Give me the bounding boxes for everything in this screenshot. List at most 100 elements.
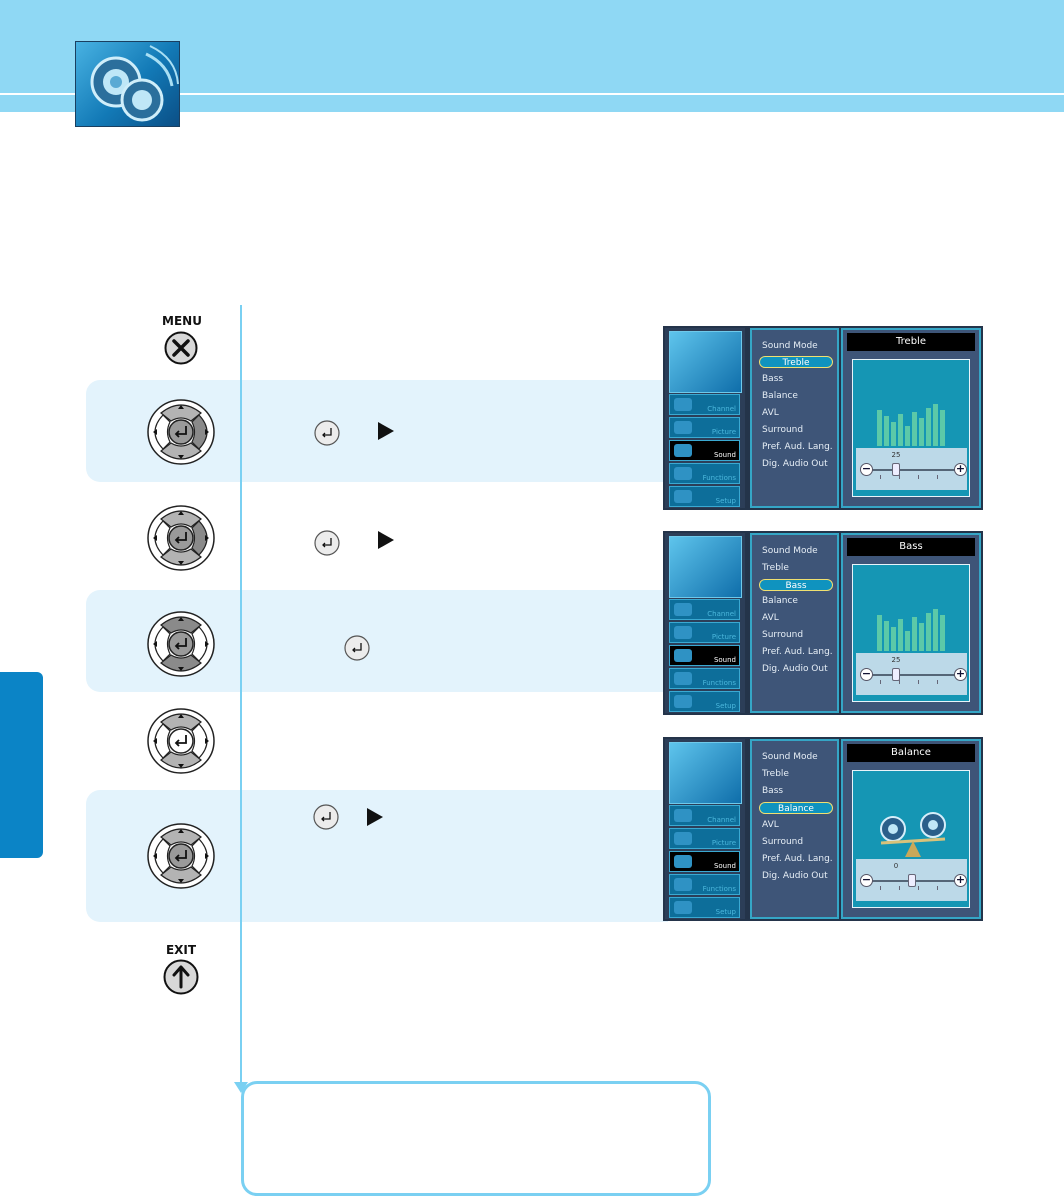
osd-slider: 25 − + (856, 653, 967, 695)
osd-category: Picture (669, 417, 740, 438)
setup-icon (674, 695, 692, 708)
menu-button[interactable] (164, 331, 198, 365)
osd-menu-item-selected: Balance (759, 802, 833, 814)
enter-key-icon (314, 530, 340, 556)
section-side-tab (0, 672, 43, 858)
right-arrow-icon (378, 531, 394, 549)
osd-panel-graphic: 25 − + (852, 359, 970, 497)
sound-speaker-icon (669, 742, 742, 804)
flow-arrow-icon (234, 1082, 248, 1093)
enter-key-icon (344, 635, 370, 661)
osd-menu-item: AVL (762, 820, 779, 830)
osd-menu-item: Surround (762, 630, 804, 640)
header-divider (0, 93, 1064, 95)
osd-category: Setup (669, 897, 740, 918)
flow-line (240, 305, 242, 1085)
sound-speaker-icon (669, 331, 742, 393)
picture-icon (674, 832, 692, 845)
plus-icon: + (954, 462, 967, 476)
osd-menu-item: Treble (762, 563, 789, 573)
functions-icon (674, 672, 692, 685)
osd-category: Channel (669, 394, 740, 415)
osd-category: Picture (669, 828, 740, 849)
osd-panel-graphic: 25 − + (852, 564, 970, 702)
osd-slider-knob (892, 668, 900, 681)
right-arrow-icon (378, 422, 394, 440)
picture-icon (674, 626, 692, 639)
osd-category-column: Channel Picture Sound Functions Setup (665, 533, 745, 713)
osd-menu-item: Bass (762, 786, 784, 796)
plus-icon: + (954, 873, 967, 887)
osd-menu-item: Bass (762, 374, 784, 384)
sound-icon (674, 855, 692, 868)
osd-slider-value: 25 (891, 656, 901, 664)
osd-adjust-panel: Bass 25 − + (841, 533, 981, 713)
osd-menu-item: Sound Mode (762, 341, 818, 351)
osd-category-selected: Sound (669, 645, 740, 666)
sound-speaker-icon (75, 41, 180, 127)
osd-slider-track (868, 674, 956, 676)
osd-panel-title: Treble (847, 333, 975, 351)
sound-icon (674, 649, 692, 662)
up-arrow-icon (163, 959, 199, 995)
osd-screen-balance: Channel Picture Sound Functions Setup So… (663, 737, 983, 921)
osd-menu-item: Dig. Audio Out (762, 664, 828, 674)
osd-category: Functions (669, 668, 740, 689)
osd-screen-treble: Channel Picture Sound Functions Setup So… (663, 326, 983, 510)
picture-icon (674, 421, 692, 434)
osd-menu-item: Dig. Audio Out (762, 871, 828, 881)
dpad-enter-right[interactable] (147, 399, 215, 465)
osd-category: Functions (669, 874, 740, 895)
dpad-up-down-enter[interactable] (147, 611, 215, 677)
osd-menu-list: Sound Mode Treble Bass Balance AVL Surro… (750, 328, 839, 508)
channel-icon (674, 809, 692, 822)
osd-slider: 0 − + (856, 859, 967, 901)
osd-panel-graphic: 0 − + (852, 770, 970, 908)
minus-icon: − (860, 873, 873, 887)
minus-icon: − (860, 462, 873, 476)
osd-menu-item: Sound Mode (762, 546, 818, 556)
right-arrow-icon (367, 808, 383, 826)
osd-menu-item: Sound Mode (762, 752, 818, 762)
channel-icon (674, 603, 692, 616)
osd-panel-title: Bass (847, 538, 975, 556)
equalizer-icon (877, 404, 945, 446)
osd-adjust-panel: Treble 25 − + (841, 328, 981, 508)
enter-key-icon (313, 804, 339, 830)
equalizer-icon (877, 609, 945, 651)
osd-adjust-panel: Balance 0 − + (841, 739, 981, 919)
osd-menu-item: Dig. Audio Out (762, 459, 828, 469)
osd-menu-item: Treble (762, 769, 789, 779)
osd-menu-item: AVL (762, 408, 779, 418)
plus-icon: + (954, 667, 967, 681)
osd-menu-item: AVL (762, 613, 779, 623)
osd-category: Setup (669, 691, 740, 712)
setup-icon (674, 490, 692, 503)
osd-slider: 25 − + (856, 448, 967, 490)
osd-menu-item: Balance (762, 391, 798, 401)
dpad-up-down[interactable] (147, 708, 215, 774)
sound-icon (674, 444, 692, 457)
dpad-enter-right-2[interactable] (147, 505, 215, 571)
minus-icon: − (860, 667, 873, 681)
osd-menu-item-selected: Bass (759, 579, 833, 591)
osd-menu-item: Pref. Aud. Lang. (762, 647, 833, 657)
dpad-enter-right-3[interactable] (147, 823, 215, 889)
exit-label: EXIT (165, 943, 197, 957)
osd-category: Channel (669, 599, 740, 620)
menu-label: MENU (162, 314, 202, 328)
osd-slider-knob (908, 874, 916, 887)
exit-button[interactable] (163, 959, 199, 995)
osd-category-column: Channel Picture Sound Functions Setup (665, 739, 745, 919)
osd-screen-bass: Channel Picture Sound Functions Setup So… (663, 531, 983, 715)
osd-menu-item: Pref. Aud. Lang. (762, 854, 833, 864)
osd-menu-item-selected: Treble (759, 356, 833, 368)
osd-menu-item: Pref. Aud. Lang. (762, 442, 833, 452)
setup-icon (674, 901, 692, 914)
osd-panel-title: Balance (847, 744, 975, 762)
osd-slider-value: 25 (891, 451, 901, 459)
osd-menu-item: Balance (762, 596, 798, 606)
osd-category: Channel (669, 805, 740, 826)
osd-menu-list: Sound Mode Treble Bass Balance AVL Surro… (750, 533, 839, 713)
note-box (241, 1081, 711, 1196)
